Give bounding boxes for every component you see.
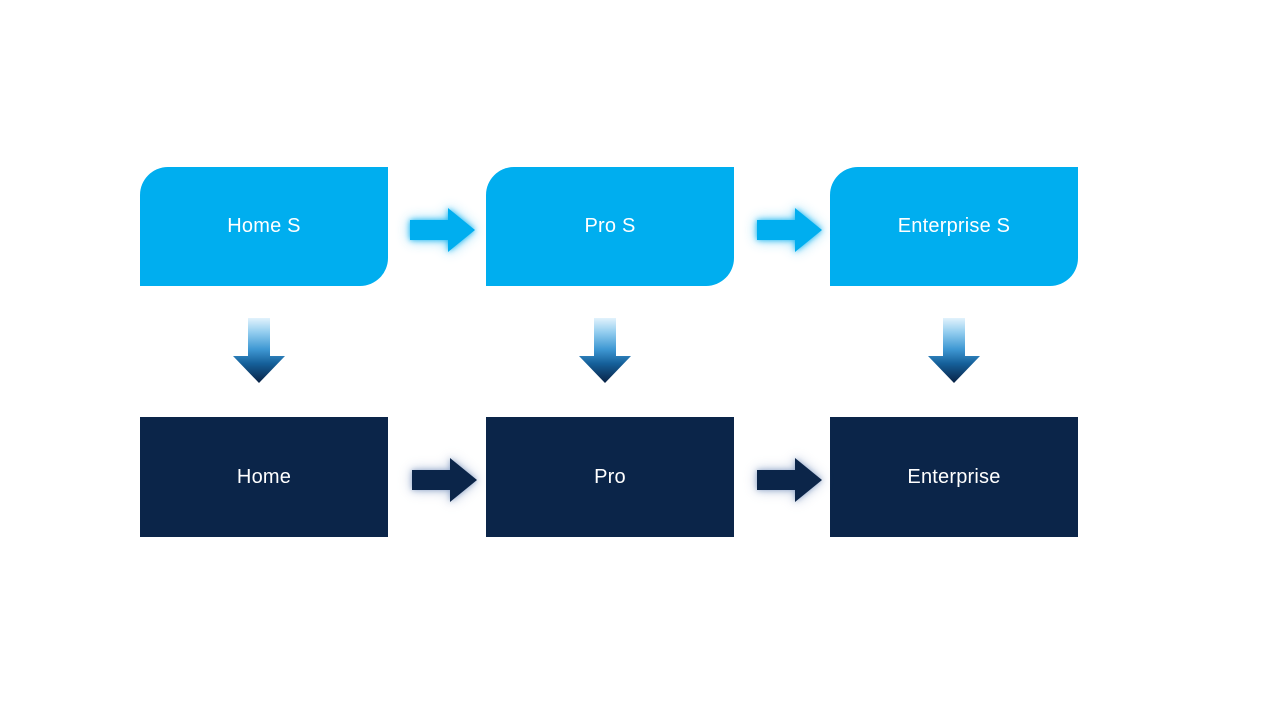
node-label: Pro S (584, 215, 636, 237)
node-label: Enterprise S (897, 215, 1011, 237)
node-label: Home (236, 465, 292, 488)
node-label: Home S (227, 215, 301, 237)
down-arrow-icon (579, 318, 631, 383)
node-pro-s: Pro S (486, 167, 734, 286)
node-home: Home (140, 417, 388, 537)
right-arrow-icon (410, 208, 475, 252)
node-label: Pro (594, 465, 626, 488)
node-pro: Pro (486, 417, 734, 537)
down-arrow-icon (928, 318, 980, 383)
right-arrow-icon (412, 458, 477, 502)
node-enterprise-s: Enterprise S (830, 167, 1078, 286)
node-enterprise: Enterprise (830, 417, 1078, 537)
node-home-s: Home S (140, 167, 388, 286)
node-label: Enterprise (907, 465, 1001, 488)
right-arrow-icon (757, 458, 822, 502)
down-arrow-icon (233, 318, 285, 383)
right-arrow-icon (757, 208, 822, 252)
